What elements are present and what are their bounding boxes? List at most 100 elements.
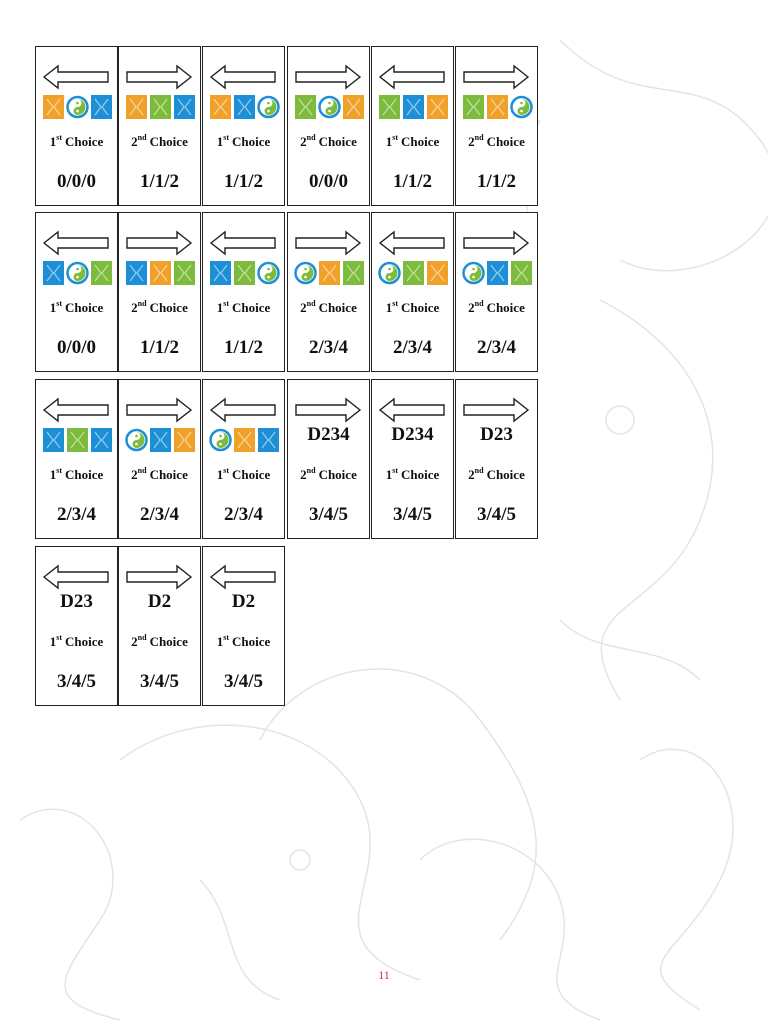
tile-squares bbox=[210, 95, 280, 119]
choice-word: Choice bbox=[486, 300, 525, 315]
card-score: 3/4/5 bbox=[308, 504, 349, 525]
choice-ordinal-suffix: st bbox=[392, 299, 398, 308]
page-number: 11 bbox=[378, 968, 390, 982]
arrow-right-icon bbox=[295, 230, 362, 256]
card-score: 2/3/4 bbox=[56, 504, 97, 525]
choice-ordinal: 1 bbox=[385, 467, 393, 482]
choice-word: Choice bbox=[65, 467, 104, 482]
choice-ordinal-suffix: nd bbox=[137, 466, 147, 475]
yin-yang-icon bbox=[462, 261, 485, 285]
tile-squares bbox=[43, 428, 112, 452]
tile-squares bbox=[126, 261, 195, 285]
arrow-left-icon bbox=[209, 397, 276, 423]
choice-ordinal-suffix: st bbox=[56, 133, 62, 142]
arrow-left-icon bbox=[42, 397, 109, 423]
card-code: D234 bbox=[391, 424, 434, 445]
arrow-right-icon bbox=[463, 397, 530, 423]
choice-word: Choice bbox=[232, 134, 271, 149]
choice-ordinal-suffix: nd bbox=[137, 133, 147, 142]
choice-word: Choice bbox=[232, 300, 271, 315]
card-score: 2/3/4 bbox=[223, 504, 264, 525]
choice-ordinal-suffix: st bbox=[223, 466, 229, 475]
choice-ordinal: 1 bbox=[216, 634, 224, 649]
choice-ordinal-suffix: st bbox=[392, 133, 398, 142]
yin-yang-icon bbox=[378, 261, 401, 285]
choice-ordinal: 1 bbox=[216, 467, 224, 482]
card-score: 1/1/2 bbox=[139, 337, 180, 358]
choice-word: Choice bbox=[65, 300, 104, 315]
yin-yang-icon bbox=[125, 428, 148, 452]
arrow-left-icon bbox=[378, 397, 445, 423]
card-score: 2/3/4 bbox=[476, 337, 517, 358]
yin-yang-icon bbox=[66, 261, 89, 285]
choice-word: Choice bbox=[401, 300, 440, 315]
card-score: 1/1/2 bbox=[223, 337, 264, 358]
tile-squares bbox=[462, 261, 532, 285]
choice-ordinal-suffix: st bbox=[223, 633, 229, 642]
choice-ordinal-suffix: st bbox=[56, 299, 62, 308]
choice-ordinal: 2 bbox=[468, 300, 475, 315]
choice-ordinal: 2 bbox=[131, 467, 138, 482]
card-code: D2 bbox=[147, 591, 172, 612]
tile-squares bbox=[379, 95, 448, 119]
choice-ordinal: 1 bbox=[385, 134, 393, 149]
choice-ordinal-suffix: nd bbox=[137, 633, 147, 642]
choice-ordinal-suffix: nd bbox=[137, 299, 147, 308]
choice-ordinal: 2 bbox=[300, 300, 307, 315]
choice-ordinal-suffix: nd bbox=[306, 299, 316, 308]
choice-ordinal: 1 bbox=[49, 134, 57, 149]
arrow-right-icon bbox=[295, 397, 362, 423]
choice-word: Choice bbox=[486, 467, 525, 482]
tile-squares bbox=[43, 95, 112, 119]
arrow-right-icon bbox=[295, 64, 362, 90]
card-score: 2/3/4 bbox=[308, 337, 349, 358]
choice-ordinal: 1 bbox=[216, 300, 224, 315]
choice-ordinal-suffix: nd bbox=[474, 466, 484, 475]
choice-ordinal: 2 bbox=[131, 134, 138, 149]
card-code: D23 bbox=[480, 424, 513, 445]
choice-word: Choice bbox=[149, 300, 188, 315]
choice-ordinal: 2 bbox=[468, 467, 475, 482]
tile-squares bbox=[210, 261, 280, 285]
arrow-left-icon bbox=[42, 64, 109, 90]
card-score: 0/0/0 bbox=[308, 171, 349, 192]
card-score: 3/4/5 bbox=[223, 671, 264, 692]
choice-word: Choice bbox=[149, 634, 188, 649]
choice-word: Choice bbox=[318, 134, 357, 149]
tile-squares bbox=[463, 95, 533, 119]
card-score: 2/3/4 bbox=[139, 504, 180, 525]
choice-word: Choice bbox=[65, 134, 104, 149]
arrow-left-icon bbox=[378, 230, 445, 256]
card-score: 1/1/2 bbox=[392, 171, 433, 192]
card-score: 1/1/2 bbox=[476, 171, 517, 192]
choice-ordinal-suffix: nd bbox=[474, 299, 484, 308]
arrow-left-icon bbox=[209, 64, 276, 90]
choice-word: Choice bbox=[232, 634, 271, 649]
choice-ordinal: 2 bbox=[131, 634, 138, 649]
